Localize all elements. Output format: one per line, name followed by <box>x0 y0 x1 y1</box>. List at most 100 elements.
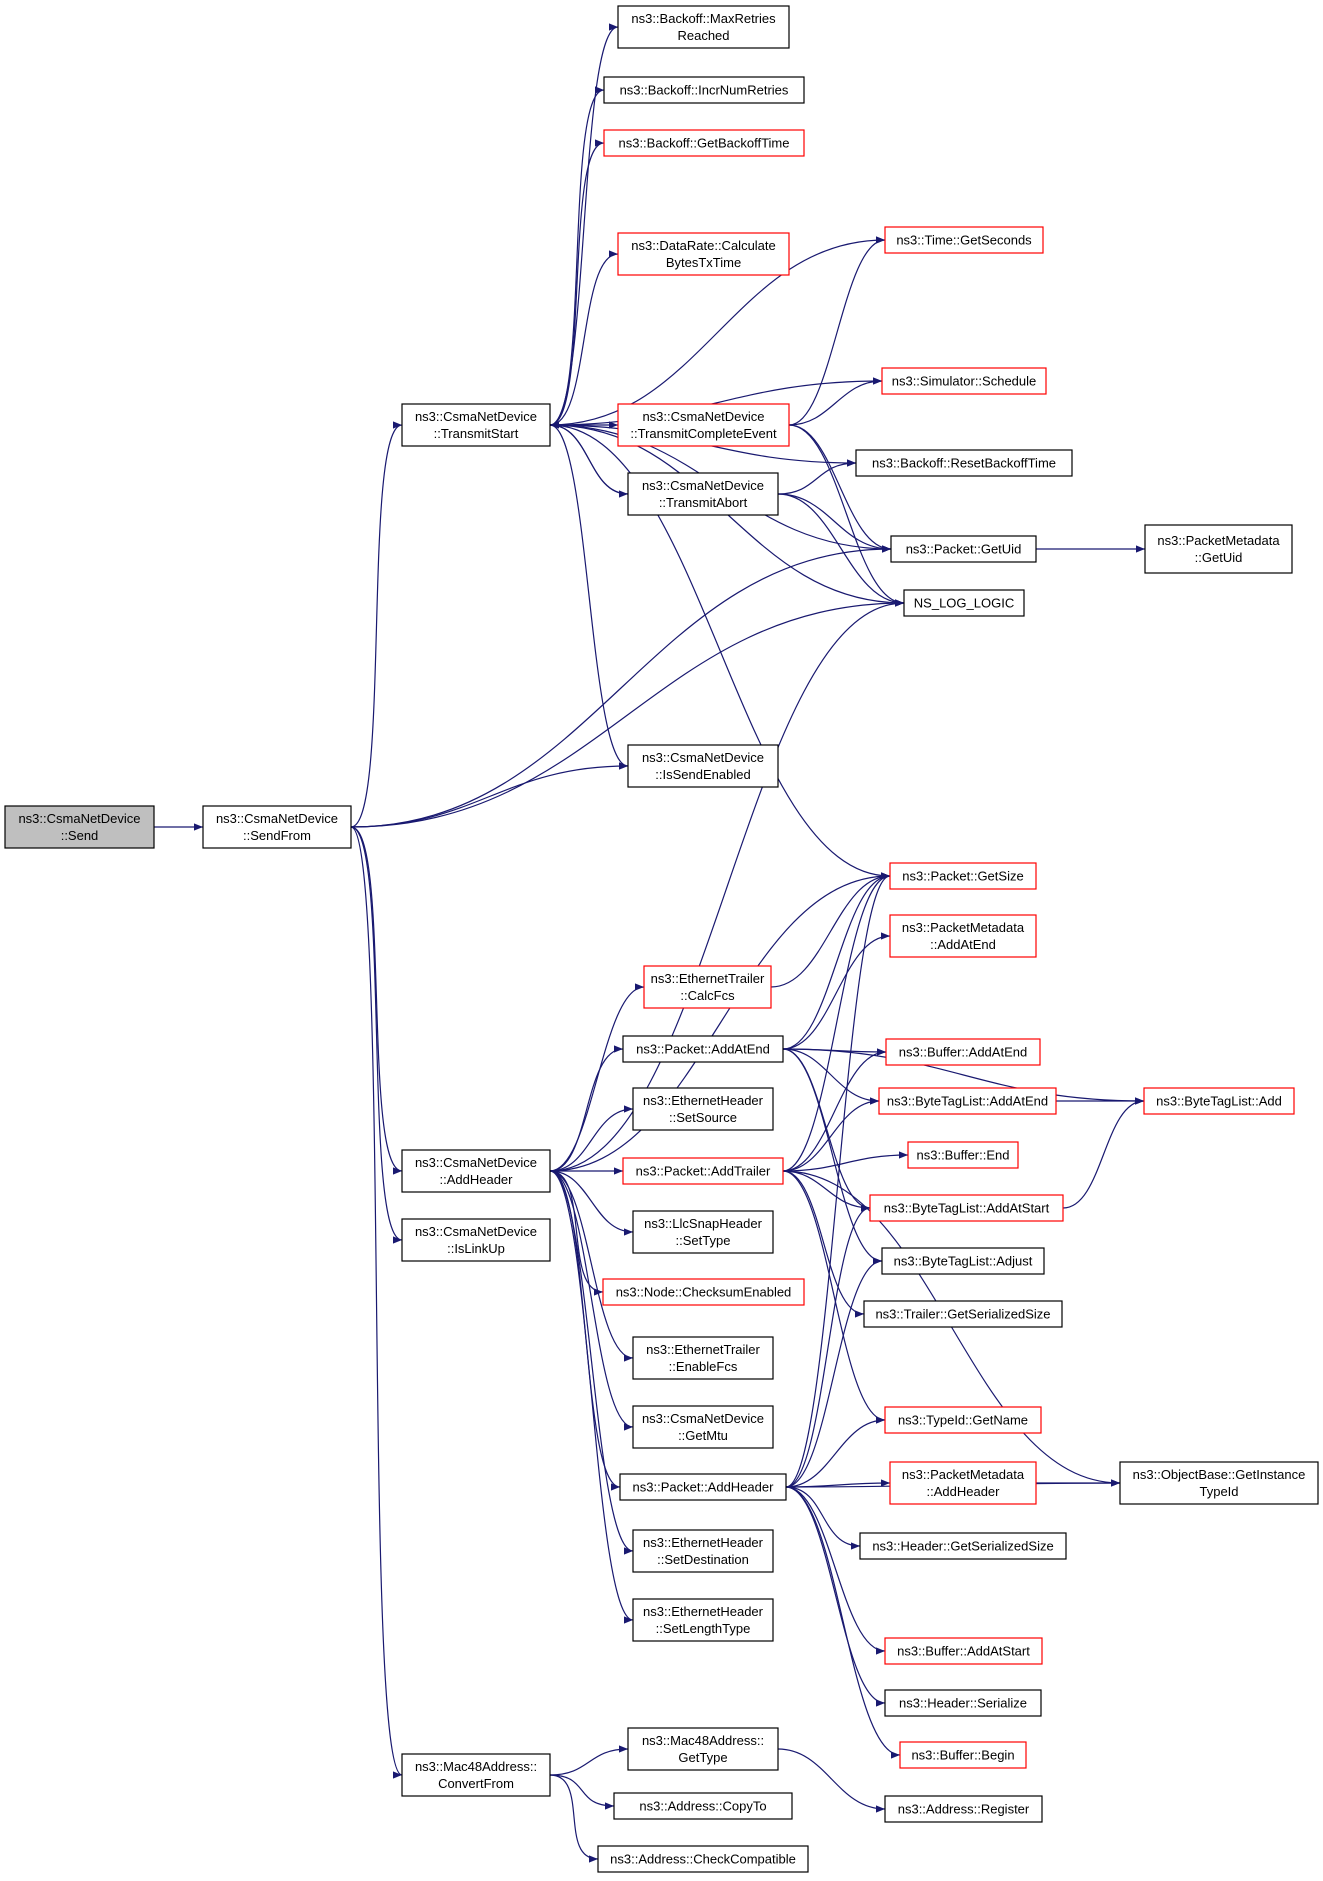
node-box <box>202 805 352 849</box>
node-btl_addatstart[interactable]: ns3::ByteTagList::AddAtStart <box>869 1194 1064 1222</box>
edge-txcomplete-to-schedule <box>788 377 883 426</box>
node-btl_add[interactable]: ns3::ByteTagList::Add <box>1143 1087 1295 1115</box>
node-pm_addatend[interactable]: ns3::PacketMetadata::AddAtEnd <box>889 914 1037 958</box>
node-box <box>878 1087 1057 1115</box>
node-label: ::AddHeader <box>927 1484 1001 1499</box>
node-box <box>627 744 779 788</box>
node-pm_addheader[interactable]: ns3::PacketMetadata::AddHeader <box>889 1461 1037 1505</box>
node-addheader_dev[interactable]: ns3::CsmaNetDevice::AddHeader <box>401 1149 551 1193</box>
node-label: ns3::ByteTagList::AddAtStart <box>884 1201 1050 1216</box>
node-getuid[interactable]: ns3::Packet::GetUid <box>890 535 1037 563</box>
node-box <box>643 965 772 1009</box>
node-label: ns3::Buffer::AddAtStart <box>897 1644 1030 1659</box>
node-setdest[interactable]: ns3::EthernetHeader::SetDestination <box>632 1529 774 1573</box>
edge-pkt_addheader-to-btl_adjust <box>785 1257 883 1488</box>
node-checksumenabled[interactable]: ns3::Node::ChecksumEnabled <box>602 1278 805 1306</box>
node-buf_addatstart[interactable]: ns3::Buffer::AddAtStart <box>884 1637 1043 1665</box>
node-label: ::SetLengthType <box>656 1621 751 1636</box>
edge-pkt_addatend-to-pm_addatend <box>782 932 891 1050</box>
node-label: ns3::ByteTagList::AddAtEnd <box>887 1094 1048 1109</box>
node-mac_gettype[interactable]: ns3::Mac48Address::GetType <box>627 1727 779 1771</box>
node-box <box>401 1149 551 1193</box>
node-btl_addatend[interactable]: ns3::ByteTagList::AddAtEnd <box>878 1087 1057 1115</box>
node-box <box>619 1473 787 1501</box>
edge-addheader_dev-to-getmtu <box>549 1170 634 1431</box>
node-label: ns3::Packet::AddAtEnd <box>636 1042 770 1057</box>
edge-addheader_dev-to-llcsettype <box>549 1170 634 1236</box>
node-txabort[interactable]: ns3::CsmaNetDevice::TransmitAbort <box>627 472 779 516</box>
node-pm_getuid[interactable]: ns3::PacketMetadata::GetUid <box>1144 524 1293 574</box>
edge-pkt_addheader-to-header_serialize <box>785 1486 886 1707</box>
node-enablefcs[interactable]: ns3::EthernetTrailer::EnableFcs <box>632 1336 774 1380</box>
node-btl_adjust[interactable]: ns3::ByteTagList::Adjust <box>881 1247 1045 1275</box>
node-label: ns3::EthernetHeader <box>643 1604 764 1619</box>
node-label: ns3::Packet::GetSize <box>902 869 1023 884</box>
node-calcfcs[interactable]: ns3::EthernetTrailer::CalcFcs <box>643 965 772 1009</box>
node-label: ns3::Simulator::Schedule <box>892 374 1037 389</box>
edge-addheader_dev-to-calcfcs <box>549 983 645 1172</box>
node-label: ns3::Packet::AddTrailer <box>636 1164 771 1179</box>
node-label: ns3::Packet::GetUid <box>906 542 1022 557</box>
node-transmitstart[interactable]: ns3::CsmaNetDevice::TransmitStart <box>401 403 551 447</box>
edge-transmitstart-to-getseconds <box>549 236 886 426</box>
node-label: ns3::Backoff::IncrNumRetries <box>620 83 789 98</box>
node-nslog[interactable]: NS_LOG_LOGIC <box>903 589 1025 617</box>
node-addr_register[interactable]: ns3::Address::Register <box>884 1795 1043 1823</box>
node-box <box>863 1300 1063 1328</box>
edge-pkt_addtrailer-to-buf_end <box>782 1151 909 1172</box>
edge-transmitstart-to-schedule <box>549 377 883 426</box>
node-trailer_gss[interactable]: ns3::Trailer::GetSerializedSize <box>863 1300 1063 1328</box>
node-pkt_addatend[interactable]: ns3::Packet::AddAtEnd <box>622 1035 784 1063</box>
node-box <box>1119 1461 1319 1505</box>
node-txcomplete[interactable]: ns3::CsmaNetDevice::TransmitCompleteEven… <box>617 403 790 447</box>
node-box <box>401 1218 551 1262</box>
node-box <box>889 862 1037 890</box>
node-label: ::CalcFcs <box>680 988 735 1003</box>
node-copyto[interactable]: ns3::Address::CopyTo <box>613 1792 793 1820</box>
node-checkcompat[interactable]: ns3::Address::CheckCompatible <box>597 1845 809 1873</box>
node-getseconds[interactable]: ns3::Time::GetSeconds <box>884 226 1044 254</box>
node-box <box>603 129 805 157</box>
node-pkt_addheader[interactable]: ns3::Packet::AddHeader <box>619 1473 787 1501</box>
node-box <box>602 1278 805 1306</box>
node-label: ::IsLinkUp <box>447 1241 505 1256</box>
node-send[interactable]: ns3::CsmaNetDevice::Send <box>4 805 155 849</box>
node-llcsettype[interactable]: ns3::LlcSnapHeader::SetType <box>632 1210 774 1254</box>
node-buf_addatend[interactable]: ns3::Buffer::AddAtEnd <box>885 1038 1041 1066</box>
node-schedule[interactable]: ns3::Simulator::Schedule <box>881 367 1047 395</box>
node-convertfrom[interactable]: ns3::Mac48Address::ConvertFrom <box>401 1753 551 1797</box>
node-incrnumretries[interactable]: ns3::Backoff::IncrNumRetries <box>603 76 805 104</box>
node-issendenabled[interactable]: ns3::CsmaNetDevice::IsSendEnabled <box>627 744 779 788</box>
node-box <box>899 1741 1027 1769</box>
node-pkt_addtrailer[interactable]: ns3::Packet::AddTrailer <box>622 1157 784 1185</box>
node-label: ns3::Address::Register <box>898 1802 1030 1817</box>
node-islinkup[interactable]: ns3::CsmaNetDevice::IsLinkUp <box>401 1218 551 1262</box>
node-label: ns3::DataRate::Calculate <box>631 238 776 253</box>
edge-txcomplete-to-getseconds <box>788 236 886 426</box>
node-getbackofftime[interactable]: ns3::Backoff::GetBackoffTime <box>603 129 805 157</box>
node-box <box>903 589 1025 617</box>
node-setlentype[interactable]: ns3::EthernetHeader::SetLengthType <box>632 1598 774 1642</box>
edge-convertfrom-to-checkcompat <box>549 1774 599 1863</box>
node-buf_end[interactable]: ns3::Buffer::End <box>907 1141 1019 1169</box>
node-label: ns3::CsmaNetDevice <box>415 1155 537 1170</box>
node-label: ns3::PacketMetadata <box>902 920 1025 935</box>
node-box <box>881 367 1047 395</box>
node-resetbackoff[interactable]: ns3::Backoff::ResetBackoffTime <box>855 449 1073 477</box>
edge-sendfrom-to-issendenabled <box>350 762 629 828</box>
node-label: ns3::Node::ChecksumEnabled <box>616 1285 792 1300</box>
node-setsource[interactable]: ns3::EthernetHeader::SetSource <box>632 1087 774 1131</box>
node-header_gss[interactable]: ns3::Header::GetSerializedSize <box>859 1532 1067 1560</box>
node-typeid_getname[interactable]: ns3::TypeId::GetName <box>884 1406 1042 1434</box>
node-getmtu[interactable]: ns3::CsmaNetDevice::GetMtu <box>632 1405 774 1449</box>
node-label: ns3::Buffer::AddAtEnd <box>899 1045 1027 1060</box>
node-label: ::GetMtu <box>678 1428 728 1443</box>
edge-mac_gettype-to-addr_register <box>777 1748 886 1813</box>
node-getsize[interactable]: ns3::Packet::GetSize <box>889 862 1037 890</box>
node-header_serialize[interactable]: ns3::Header::Serialize <box>884 1689 1042 1717</box>
node-buf_begin[interactable]: ns3::Buffer::Begin <box>899 1741 1027 1769</box>
node-sendfrom[interactable]: ns3::CsmaNetDevice::SendFrom <box>202 805 352 849</box>
